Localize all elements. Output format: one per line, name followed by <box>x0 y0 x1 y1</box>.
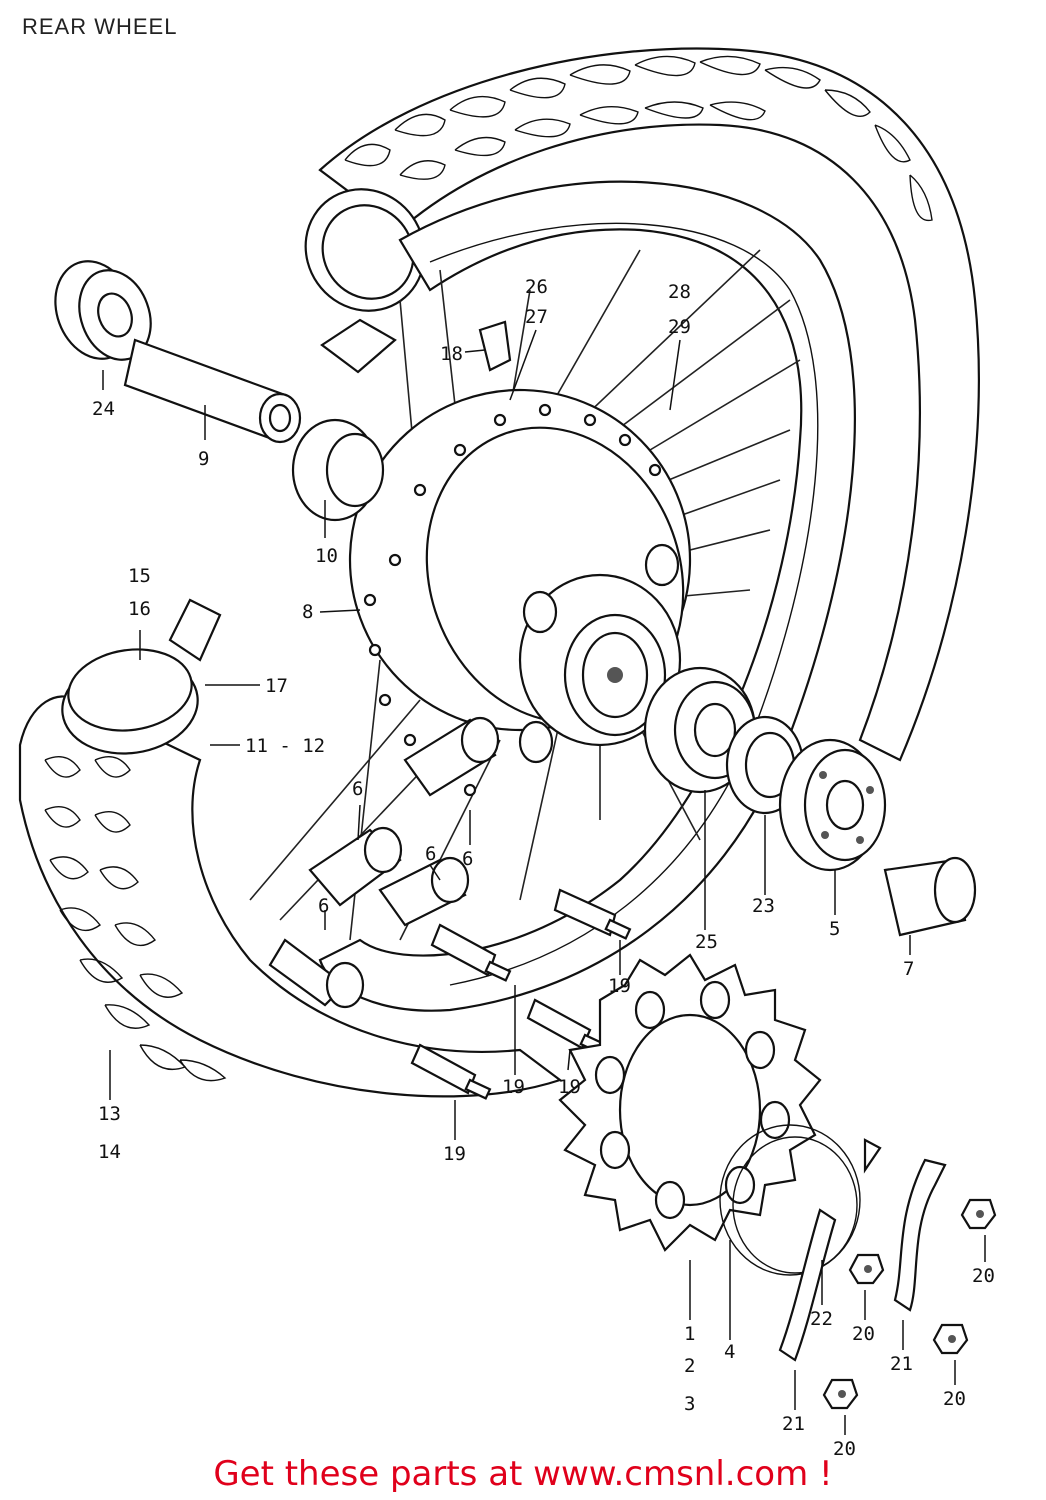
callout-21-a: 21 <box>890 1353 913 1375</box>
damper-rubbers <box>268 716 500 1009</box>
callout-29: 29 <box>668 316 691 338</box>
callout-17: 17 <box>265 675 288 697</box>
callout-20-c: 20 <box>943 1388 966 1410</box>
leader-lines <box>102 329 986 1435</box>
callout-15: 15 <box>128 565 151 587</box>
callout-21-b: 21 <box>782 1413 805 1435</box>
callout-19-a: 19 <box>608 975 631 997</box>
callout-5: 5 <box>829 918 840 940</box>
page-title: REAR WHEEL <box>22 14 178 39</box>
rim-and-spokes <box>249 180 856 1012</box>
hub-illustration <box>348 388 692 797</box>
callout-6-d: 6 <box>318 895 329 917</box>
callout-19-c: 19 <box>558 1076 581 1098</box>
callout-6-a: 6 <box>352 778 363 800</box>
callout-18: 18 <box>440 343 463 365</box>
callout-7: 7 <box>903 958 914 980</box>
bearings-and-spacers <box>54 260 977 937</box>
tyre-illustration <box>18 47 980 1098</box>
callout-10: 10 <box>315 545 338 567</box>
callout-6-c: 6 <box>425 843 436 865</box>
callout-13: 13 <box>98 1103 121 1125</box>
sprocket-illustration <box>558 953 822 1252</box>
callout-27: 27 <box>525 306 548 328</box>
callout-22: 22 <box>810 1308 833 1330</box>
callout-26: 26 <box>525 276 548 298</box>
callout-28: 28 <box>668 281 691 303</box>
callout-labels: 26 27 28 29 18 24 9 10 8 15 16 17 11 - 1… <box>92 276 995 1460</box>
callout-25: 25 <box>695 931 718 953</box>
callout-3: 3 <box>684 1393 695 1415</box>
callout-20-a: 20 <box>972 1265 995 1287</box>
callout-1: 1 <box>684 1323 695 1345</box>
callout-8: 8 <box>302 601 313 623</box>
callout-23: 23 <box>752 895 775 917</box>
callout-6-b: 6 <box>462 848 473 870</box>
callout-11-12: 11 - 12 <box>245 735 325 757</box>
callout-16: 16 <box>128 598 151 620</box>
callout-19-b: 19 <box>502 1076 525 1098</box>
callout-20-b: 20 <box>852 1323 875 1345</box>
callout-4: 4 <box>724 1341 735 1363</box>
callout-20-d: 20 <box>833 1438 856 1460</box>
callout-14: 14 <box>98 1141 121 1163</box>
callout-24: 24 <box>92 398 115 420</box>
callout-2: 2 <box>684 1355 695 1377</box>
footer-link[interactable]: Get these parts at www.cmsnl.com ! <box>213 1454 833 1494</box>
callout-9: 9 <box>198 448 209 470</box>
circlips-and-nuts <box>719 1124 997 1410</box>
callout-19-d: 19 <box>443 1143 466 1165</box>
